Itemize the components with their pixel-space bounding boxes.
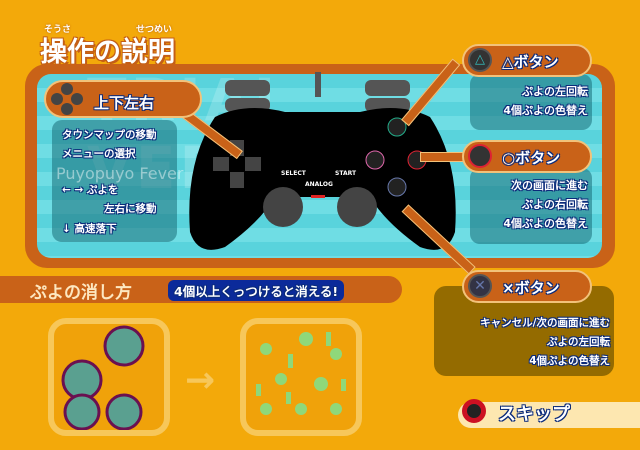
analog-label: ANALOG	[305, 181, 333, 188]
dpad-line: 左右に移動	[104, 203, 157, 215]
triangle-label: △ボタン	[502, 53, 559, 71]
triangle-button-icon	[387, 117, 407, 137]
right-analog-stick	[337, 187, 377, 227]
puyo-pop-image	[256, 332, 346, 415]
left-analog-stick	[263, 187, 303, 227]
title-ruby-sousa: そうさ	[44, 25, 72, 35]
dpad-line: ← → ぷよを	[62, 184, 119, 196]
puyo-group-image	[61, 325, 145, 431]
dpad-label: 上下左右	[94, 94, 155, 112]
r2-button	[365, 80, 410, 96]
puyo-before-panel	[48, 318, 170, 436]
dpad-line: メニューの選択	[62, 148, 136, 160]
l2-button	[225, 80, 270, 96]
arrow-right-icon: →	[185, 360, 216, 401]
select-label: SELECT	[281, 170, 307, 177]
title-ruby-setsumei: せつめい	[136, 25, 173, 35]
skip-label[interactable]: スキップ	[498, 404, 570, 425]
watermark-title: Puyopuyo Fever	[56, 164, 184, 183]
cross-descriptions: キャンセル/次の画面に進む ぷよの左回転 4個ぷよの色替え	[480, 314, 610, 371]
dpad-text-box	[52, 120, 177, 242]
triangle-line: 4個ぷよの色替え	[503, 104, 588, 117]
cross-line: 4個ぷよの色替え	[529, 355, 610, 367]
puyo-after-panel	[240, 318, 362, 436]
start-label: START	[335, 170, 357, 177]
dpad-icon	[51, 83, 83, 115]
howto-title: ぷよの消し方	[30, 283, 132, 303]
cross-label: ×ボタン	[502, 279, 560, 297]
dpad-line: タウンマップの移動	[62, 129, 157, 141]
triangle-descriptions: ぷよの左回転 4個ぷよの色替え	[503, 82, 588, 120]
cross-icon: ✕	[468, 274, 492, 298]
cross-line: ぷよの左回転	[547, 336, 610, 348]
dpad-line: ↓ 高速落下	[62, 223, 117, 235]
page-title: 操作の説明	[40, 37, 175, 68]
triangle-text-box	[470, 74, 592, 130]
circle-line: 4個ぷよの色替え	[503, 217, 588, 230]
circle-line: 次の画面に進む	[511, 179, 588, 192]
circle-line: ぷよの右回転	[522, 198, 588, 211]
analog-led	[311, 195, 325, 198]
cross-button-icon	[387, 177, 407, 197]
circle-descriptions: 次の画面に進む ぷよの右回転 4個ぷよの色替え	[503, 176, 588, 233]
controller-image: SELECT START ANALOG	[189, 72, 456, 250]
cross-line: キャンセル/次の画面に進む	[480, 317, 610, 329]
circle-button-icon	[462, 399, 486, 423]
controller-cable	[315, 72, 321, 97]
howto-caption: 4個以上くっつけると消える!	[168, 280, 345, 301]
square-button-icon	[365, 150, 385, 170]
skip-button[interactable]	[458, 402, 640, 428]
triangle-line: ぷよの左回転	[522, 85, 588, 98]
circle-icon	[468, 144, 492, 168]
controller-body	[189, 108, 456, 250]
triangle-icon: △	[468, 48, 492, 72]
circle-label: ○ボタン	[502, 149, 561, 167]
circle-text-box	[470, 168, 592, 244]
dpad-descriptions: タウンマップの移動 メニューの選択 ← → ぷよを 左右に移動 ↓ 高速落下	[62, 126, 157, 239]
